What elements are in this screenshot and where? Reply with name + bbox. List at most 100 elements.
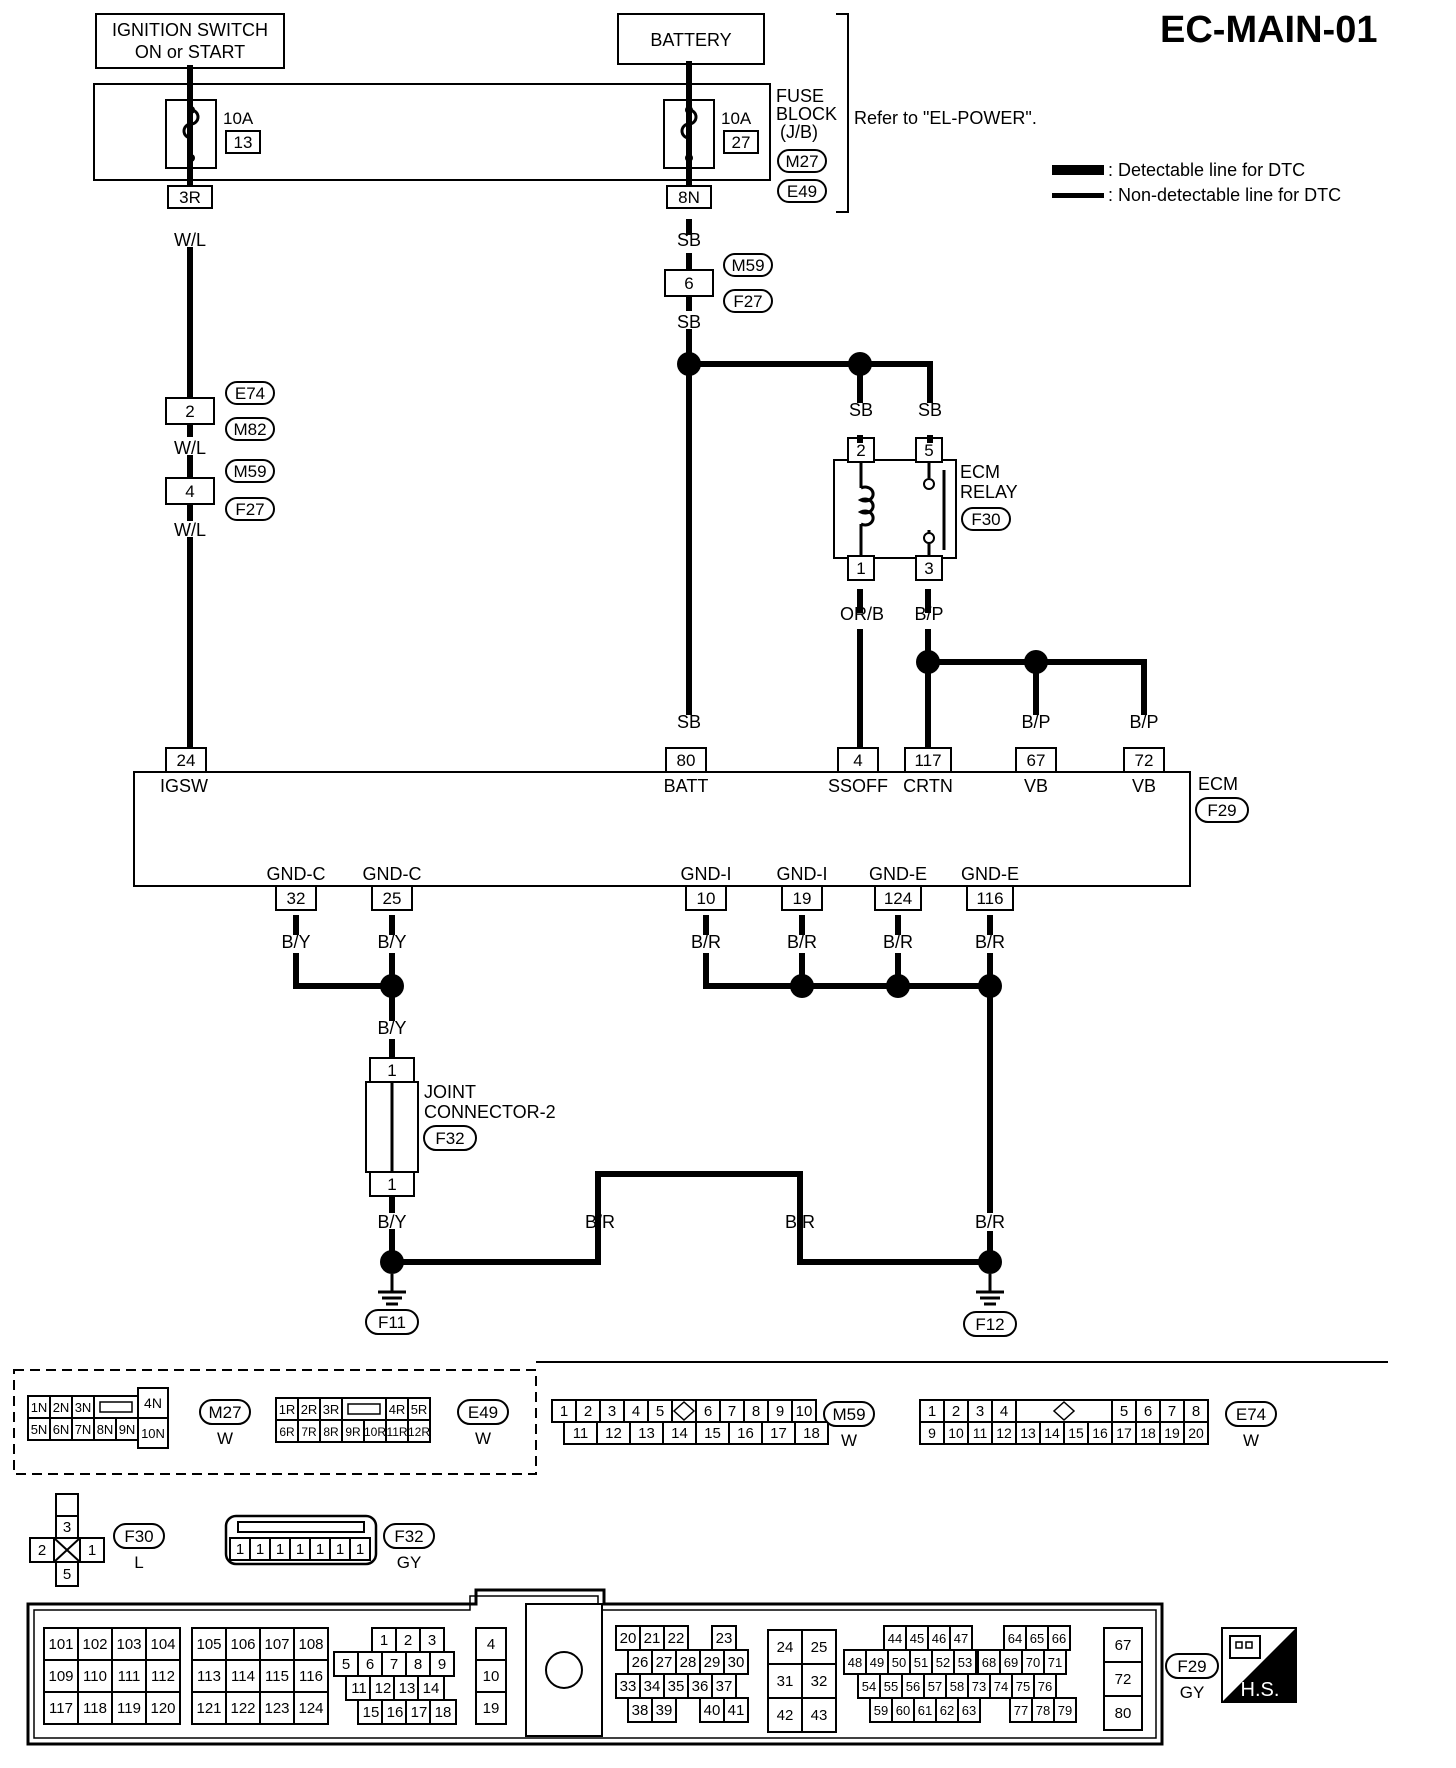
- connector-cell-label: 3R: [323, 1402, 340, 1417]
- connector-cell-label: 57: [928, 1679, 942, 1694]
- connector-cell-label: 7R: [301, 1425, 317, 1439]
- connector-cell-label: 112: [151, 1668, 175, 1685]
- connector-cell-label: 10N: [141, 1426, 165, 1441]
- connector-cell-label: 14: [423, 1680, 440, 1697]
- connector-cell: [407, 1419, 431, 1443]
- connector-cell: [675, 1649, 701, 1675]
- wire-orb: OR/B: [840, 604, 884, 624]
- connector-cell-label: 69: [1004, 1655, 1018, 1670]
- ecm-pin-box: [371, 885, 413, 911]
- ecm-pin-name-32: GND-C: [267, 864, 326, 884]
- connector-cell-label: 36: [692, 1678, 709, 1695]
- connector-cell-label: 14: [1044, 1425, 1060, 1441]
- connector-cell-label: 10: [483, 1668, 500, 1685]
- fuse-block-conn-m27: M27: [785, 152, 818, 171]
- connector-cell: [627, 1697, 653, 1723]
- connector-cell-label: 5: [656, 1403, 664, 1420]
- connector-cell-label: 39: [656, 1702, 673, 1719]
- m59-key-icon: [672, 1400, 696, 1422]
- connector-cell: [405, 1699, 433, 1725]
- connector-cell-label: 1: [88, 1542, 96, 1559]
- fuse-27-rating: 10A: [721, 109, 752, 128]
- connector-cell: [651, 1697, 677, 1723]
- connector-cell-label: 103: [116, 1636, 141, 1653]
- connector-cell-label: 68: [982, 1655, 996, 1670]
- connector-cell-label: 105: [196, 1636, 221, 1653]
- connector-cell-label: 15: [1068, 1425, 1084, 1441]
- connector-cell-label: 23: [716, 1630, 733, 1647]
- ecm-pin-124: 124: [884, 889, 912, 908]
- connector-cell-label: 7: [390, 1656, 398, 1673]
- connector-cell: [723, 1697, 749, 1723]
- connector-cell-label: 30: [728, 1654, 745, 1671]
- connector-cell-label: 77: [1014, 1703, 1028, 1718]
- connector-cell: [259, 1691, 295, 1725]
- relay-pin-3: 3: [924, 559, 933, 578]
- connector-cell-label: 5: [1120, 1403, 1128, 1420]
- connector-cell-label: 1: [276, 1541, 284, 1558]
- ecm-pin-box: [665, 747, 707, 773]
- connector-tag: [823, 1401, 875, 1427]
- wire-bp-3: B/P: [1129, 712, 1158, 732]
- relay-pin-2: 2: [856, 441, 865, 460]
- connector-color-E49: W: [475, 1429, 491, 1448]
- connector-cell-label: 109: [48, 1668, 73, 1685]
- pin-3r: 3R: [179, 188, 201, 207]
- connector-cell-label: 50: [892, 1655, 906, 1670]
- connector-cell-label: 13: [399, 1680, 416, 1697]
- ecm-pin-116: 116: [976, 889, 1003, 908]
- connector-cell-label: 10: [948, 1425, 964, 1441]
- wire-sb-2: SB: [677, 312, 701, 332]
- connector-cell-label: 12: [605, 1425, 622, 1442]
- connector-cell: [349, 1537, 371, 1561]
- fuse-block-outline: [93, 83, 771, 181]
- pin-e74-2: 2: [185, 402, 194, 421]
- connector-cell-label: 18: [435, 1704, 452, 1721]
- legend-detectable-swatch: [1052, 165, 1104, 175]
- connector-cell-label: 110: [83, 1668, 107, 1685]
- connector-cell-label: 70: [1026, 1655, 1040, 1670]
- connector-cell-label: 9R: [345, 1425, 361, 1439]
- connector-cell: [801, 1629, 837, 1665]
- connector-cell-label: 11: [973, 1425, 988, 1441]
- connector-cell-label: 27: [656, 1654, 673, 1671]
- ecm-pin-10: 10: [697, 889, 716, 908]
- connector-cell-label: 9: [776, 1403, 784, 1420]
- connector-cell-label: 65: [1030, 1631, 1044, 1646]
- connector-cell: [191, 1627, 227, 1661]
- connector-cell-label: 33: [620, 1678, 637, 1695]
- connector-tag-F29: F29: [1177, 1657, 1206, 1676]
- connector-cell-label: 18: [1140, 1425, 1156, 1441]
- connector-cell-label: 1: [316, 1541, 324, 1558]
- connector-color-F29: GY: [1180, 1683, 1205, 1702]
- ecm-relay-box: [833, 459, 957, 559]
- connector-cell: [111, 1659, 147, 1693]
- connector-cell-label: 115: [265, 1668, 289, 1685]
- connector-cell-label: 15: [363, 1704, 380, 1721]
- fuse-block-label-2: BLOCK: [776, 104, 837, 124]
- connector-cell-label: 6: [1144, 1403, 1152, 1420]
- connector-cell: [801, 1663, 837, 1699]
- connector-cell-label: 2: [38, 1542, 46, 1559]
- connector-color-F30: L: [134, 1553, 143, 1572]
- wire-br-4: B/R: [975, 932, 1005, 952]
- connector-cell-label: 8: [752, 1403, 760, 1420]
- conn-m59-right: M59: [731, 256, 764, 275]
- conn-f27-left: F27: [235, 500, 264, 519]
- connector-cell-label: 119: [117, 1700, 141, 1717]
- wire-br-6: B/R: [785, 1212, 815, 1232]
- connector-cell-label: 62: [940, 1703, 954, 1718]
- ecm-pin-box: [275, 885, 317, 911]
- connector-cell-label: 9: [928, 1425, 936, 1441]
- wire-sb-1: SB: [677, 230, 701, 250]
- connector-cell-label: 80: [1115, 1705, 1132, 1722]
- connector-cell: [225, 1691, 261, 1725]
- connector-cell-label: 17: [1116, 1425, 1132, 1441]
- connector-color-M59: W: [841, 1431, 857, 1450]
- ecm-box: [133, 771, 1191, 887]
- ecm-pin-box: [904, 747, 952, 773]
- connector-color-M27: W: [217, 1429, 233, 1448]
- connector-cell-label: 3: [976, 1403, 984, 1420]
- connector-cell-label: 104: [150, 1636, 175, 1653]
